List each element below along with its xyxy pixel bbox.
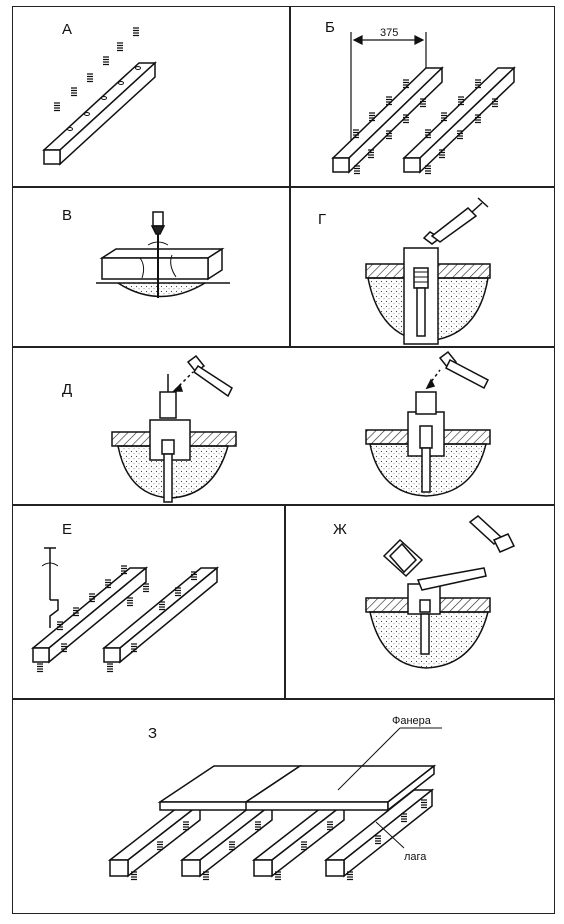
glue-injection-step <box>365 197 491 345</box>
floor-assembly <box>107 764 437 878</box>
joist-right-e <box>101 566 220 664</box>
hammering-left <box>111 354 237 503</box>
joist-left <box>331 66 444 174</box>
panel-b-label: Б <box>325 19 335 36</box>
panel-v <box>12 186 291 348</box>
panel-a-label: А <box>62 21 72 38</box>
hammering-right <box>365 350 491 497</box>
drilling-step <box>96 211 230 298</box>
panel-zh-label: Ж <box>333 521 347 538</box>
panel-v-label: В <box>62 207 72 224</box>
callout-lines <box>337 727 442 849</box>
dimension-value: 375 <box>380 27 398 39</box>
panel-z-label: З <box>148 725 157 742</box>
panel-a <box>12 6 291 188</box>
joist-label: лага <box>404 851 427 863</box>
adjusting-wrench <box>41 547 59 628</box>
panel-z <box>12 698 555 914</box>
panel-e <box>12 504 286 700</box>
panel-g-label: Г <box>318 211 326 228</box>
joist-with-bolts <box>42 61 157 166</box>
panel-d-label: Д <box>62 381 72 398</box>
panel-e-label: Е <box>62 521 72 538</box>
panel-d <box>12 346 555 506</box>
plywood-label: Фанера <box>392 715 432 727</box>
panel-zh <box>284 504 555 700</box>
dimension-marker <box>350 32 427 145</box>
panel-b <box>289 6 555 188</box>
panel-g <box>289 186 555 348</box>
joist-right <box>402 66 516 174</box>
joist-left-e <box>30 566 149 664</box>
trimming-step <box>365 515 516 669</box>
